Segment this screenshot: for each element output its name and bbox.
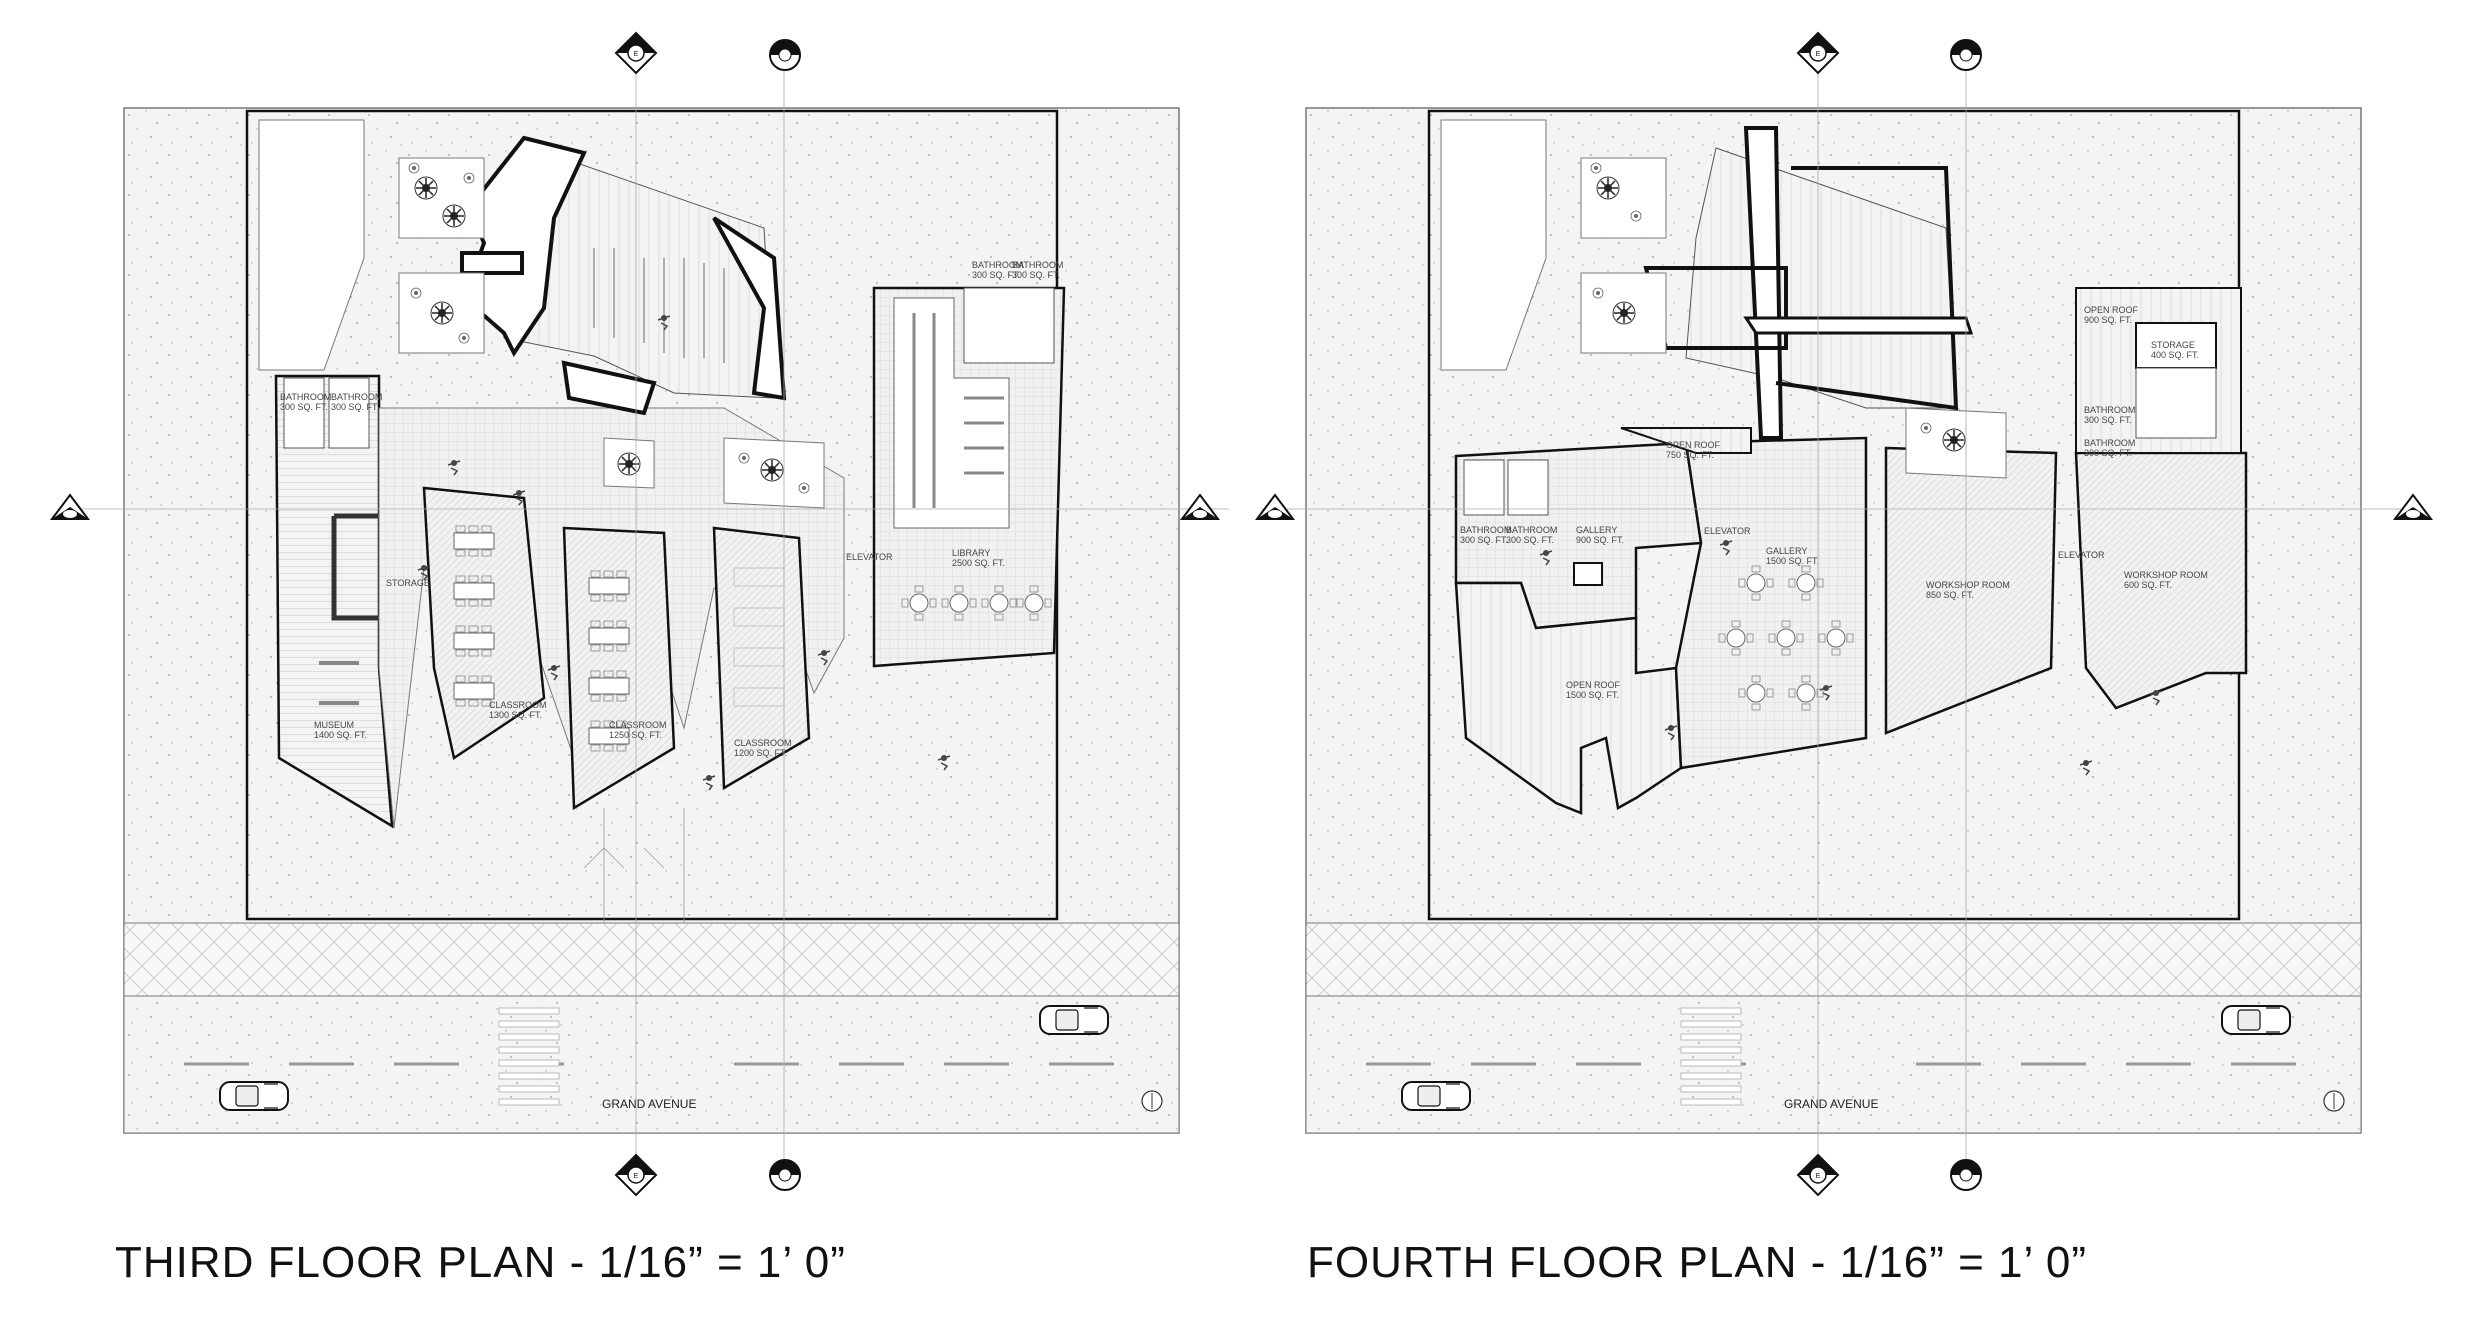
room-area: 750 SQ. FT. xyxy=(1666,450,1714,460)
room-label: BATHROOM xyxy=(1012,260,1063,270)
room-labels-third: BATHROOM 300 SQ. FT. BATHROOM 300 SQ. FT… xyxy=(280,260,1063,758)
service-core-east xyxy=(2075,287,2242,454)
third-floor-plan: BATHROOM 300 SQ. FT. BATHROOM 300 SQ. FT… xyxy=(79,53,1229,1188)
fourth-floor-caption: FOURTH FLOOR PLAN - 1/16” = 1’ 0” xyxy=(1307,1238,2087,1287)
room-area: 900 SQ. FT. xyxy=(2084,315,2132,325)
room-label: CLASSROOM xyxy=(734,738,792,748)
room-area: 2500 SQ. FT. xyxy=(952,558,1005,568)
classroom-1 xyxy=(422,486,546,761)
room-area: 850 SQ. FT. xyxy=(1926,590,1974,600)
room-labels-fourth: BATHROOM 300 SQ. FT. BATHROOM 300 SQ. FT… xyxy=(1460,305,2208,700)
room-label: ELEVATOR xyxy=(1704,526,1751,536)
room-area: 600 SQ. FT. xyxy=(2124,580,2172,590)
room-label: CLASSROOM xyxy=(489,700,547,710)
street-name: GRAND AVENUE xyxy=(1784,1097,1878,1111)
workshop-room-east xyxy=(2074,451,2248,710)
room-area: 300 SQ. FT. xyxy=(331,402,379,412)
room-label: STORAGE xyxy=(386,578,430,588)
elevation-marker-icon xyxy=(769,1159,801,1191)
room-area: 300 SQ. FT. xyxy=(2084,448,2132,458)
room-label: CLASSROOM xyxy=(609,720,667,730)
courtyard-planting xyxy=(398,157,825,509)
room-label: BATHROOM xyxy=(1460,525,1511,535)
open-roof-west xyxy=(1454,581,1683,815)
grid-marker-icon xyxy=(1181,494,1219,520)
museum-block xyxy=(274,374,394,829)
room-area: 400 SQ. FT. xyxy=(2151,350,2199,360)
room-label: WORKSHOP ROOM xyxy=(1926,580,2010,590)
elevation-marker-icon xyxy=(1950,39,1982,71)
room-label: BATHROOM xyxy=(2084,438,2135,448)
room-label: BATHROOM xyxy=(972,260,1023,270)
library-wing xyxy=(872,286,1066,668)
classroom-2 xyxy=(562,526,676,811)
room-area: 300 SQ. FT. xyxy=(2084,415,2132,425)
elevation-marker-icon xyxy=(1950,1159,1982,1191)
third-floor-caption: THIRD FLOOR PLAN - 1/16” = 1’ 0” xyxy=(115,1238,846,1287)
section-marker-icon xyxy=(1797,32,1839,74)
room-area: 300 SQ. FT. xyxy=(280,402,328,412)
room-area: 1200 SQ. FT. xyxy=(734,748,787,758)
gallery-center xyxy=(1674,436,1868,770)
street-name: GRAND AVENUE xyxy=(602,1097,696,1111)
fourth-floor-plan: BATHROOM 300 SQ. FT. BATHROOM 300 SQ. FT… xyxy=(1261,53,2411,1188)
room-label: OPEN ROOF xyxy=(1666,440,1721,450)
room-label: ELEVATOR xyxy=(2058,550,2105,560)
section-marker-icon xyxy=(615,1154,657,1196)
room-area: 1400 SQ. FT. xyxy=(314,730,367,740)
room-label: BATHROOM xyxy=(1506,525,1557,535)
room-label: BATHROOM xyxy=(280,392,331,402)
room-label: OPEN ROOF xyxy=(2084,305,2139,315)
room-area: 300 SQ. FT. xyxy=(1012,270,1060,280)
room-label: BATHROOM xyxy=(2084,405,2135,415)
room-area: 1500 SQ. FT. xyxy=(1566,690,1619,700)
room-area: 1300 SQ. FT. xyxy=(489,710,542,720)
room-area: 1250 SQ. FT. xyxy=(609,730,662,740)
open-roof-north xyxy=(1620,427,1752,454)
elevation-marker-icon xyxy=(769,39,801,71)
room-label: OPEN ROOF xyxy=(1566,680,1621,690)
room-label: GALLERY xyxy=(1766,546,1807,556)
grid-marker-icon xyxy=(1256,494,1294,520)
tower-roof-outline xyxy=(1643,126,1974,440)
room-label: ELEVATOR xyxy=(846,552,893,562)
room-label: WORKSHOP ROOM xyxy=(2124,570,2208,580)
room-area: 300 SQ. FT. xyxy=(1506,535,1554,545)
room-area: 1500 SQ. FT. xyxy=(1766,556,1819,566)
room-area: 300 SQ. FT. xyxy=(972,270,1020,280)
room-label: MUSEUM xyxy=(314,720,354,730)
room-label: GALLERY xyxy=(1576,525,1617,535)
room-label: STORAGE xyxy=(2151,340,2195,350)
section-marker-icon xyxy=(615,32,657,74)
room-label: LIBRARY xyxy=(952,548,990,558)
section-marker-icon xyxy=(1797,1154,1839,1196)
room-area: 900 SQ. FT. xyxy=(1576,535,1624,545)
grid-marker-icon xyxy=(51,494,89,520)
room-area: 300 SQ. FT. xyxy=(1460,535,1508,545)
room-label: BATHROOM xyxy=(331,392,382,402)
courtyard-planting xyxy=(1580,157,2007,479)
grid-marker-icon xyxy=(2394,494,2432,520)
